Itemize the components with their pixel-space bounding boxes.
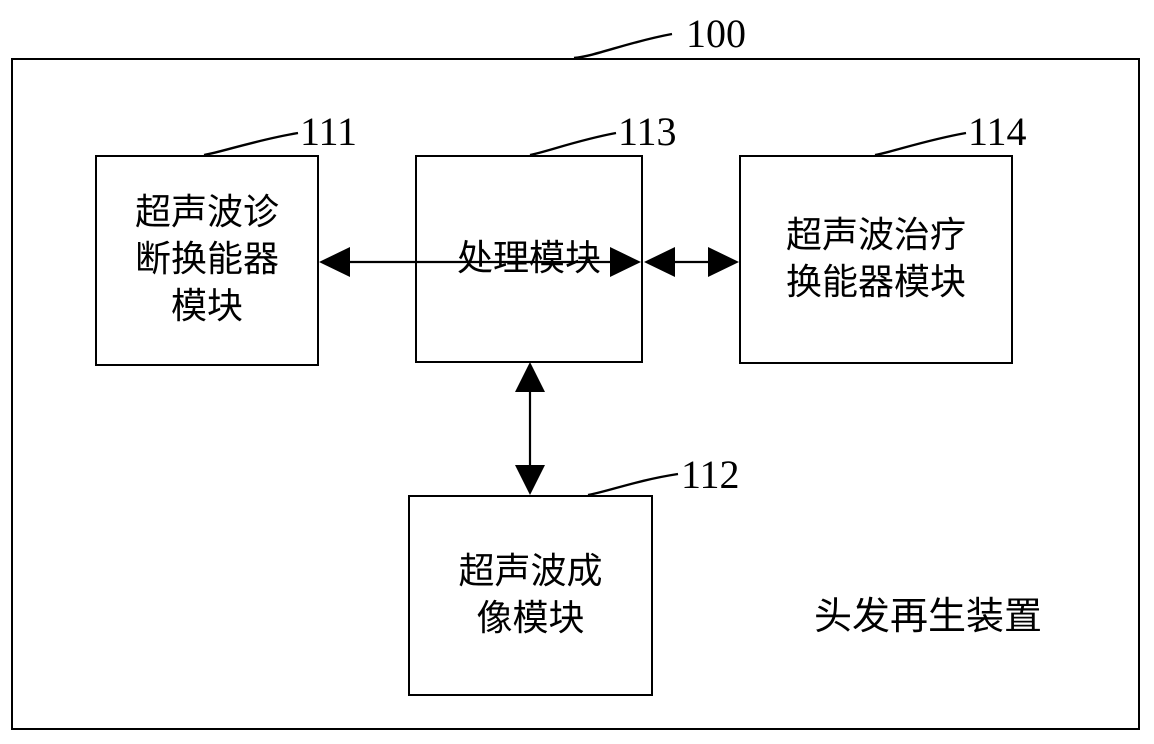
reference-numeral-112: 112 [681, 452, 740, 497]
figure-caption-device-name: 头发再生装置 [814, 594, 1043, 638]
reference-numeral-114: 114 [968, 109, 1027, 154]
module-label-111: 超声波诊 断换能器 模块 [134, 192, 279, 327]
module-box-ultrasound-therapy-transducer[interactable]: 超声波治疗 换能器模块 [739, 155, 1013, 364]
module-label-114: 超声波治疗 换能器模块 [785, 214, 966, 303]
module-box-processing[interactable]: 处理模块 [415, 155, 643, 363]
reference-numeral-100: 100 [686, 11, 746, 56]
reference-numeral-111: 111 [300, 109, 358, 154]
module-box-ultrasound-diagnostic-transducer[interactable]: 超声波诊 断换能器 模块 [95, 155, 319, 366]
module-box-ultrasound-imaging[interactable]: 超声波成 像模块 [408, 495, 653, 696]
module-label-113: 处理模块 [456, 237, 601, 279]
leader-line-100 [573, 32, 673, 60]
reference-numeral-113: 113 [618, 109, 677, 154]
module-label-112: 超声波成 像模块 [458, 550, 603, 639]
